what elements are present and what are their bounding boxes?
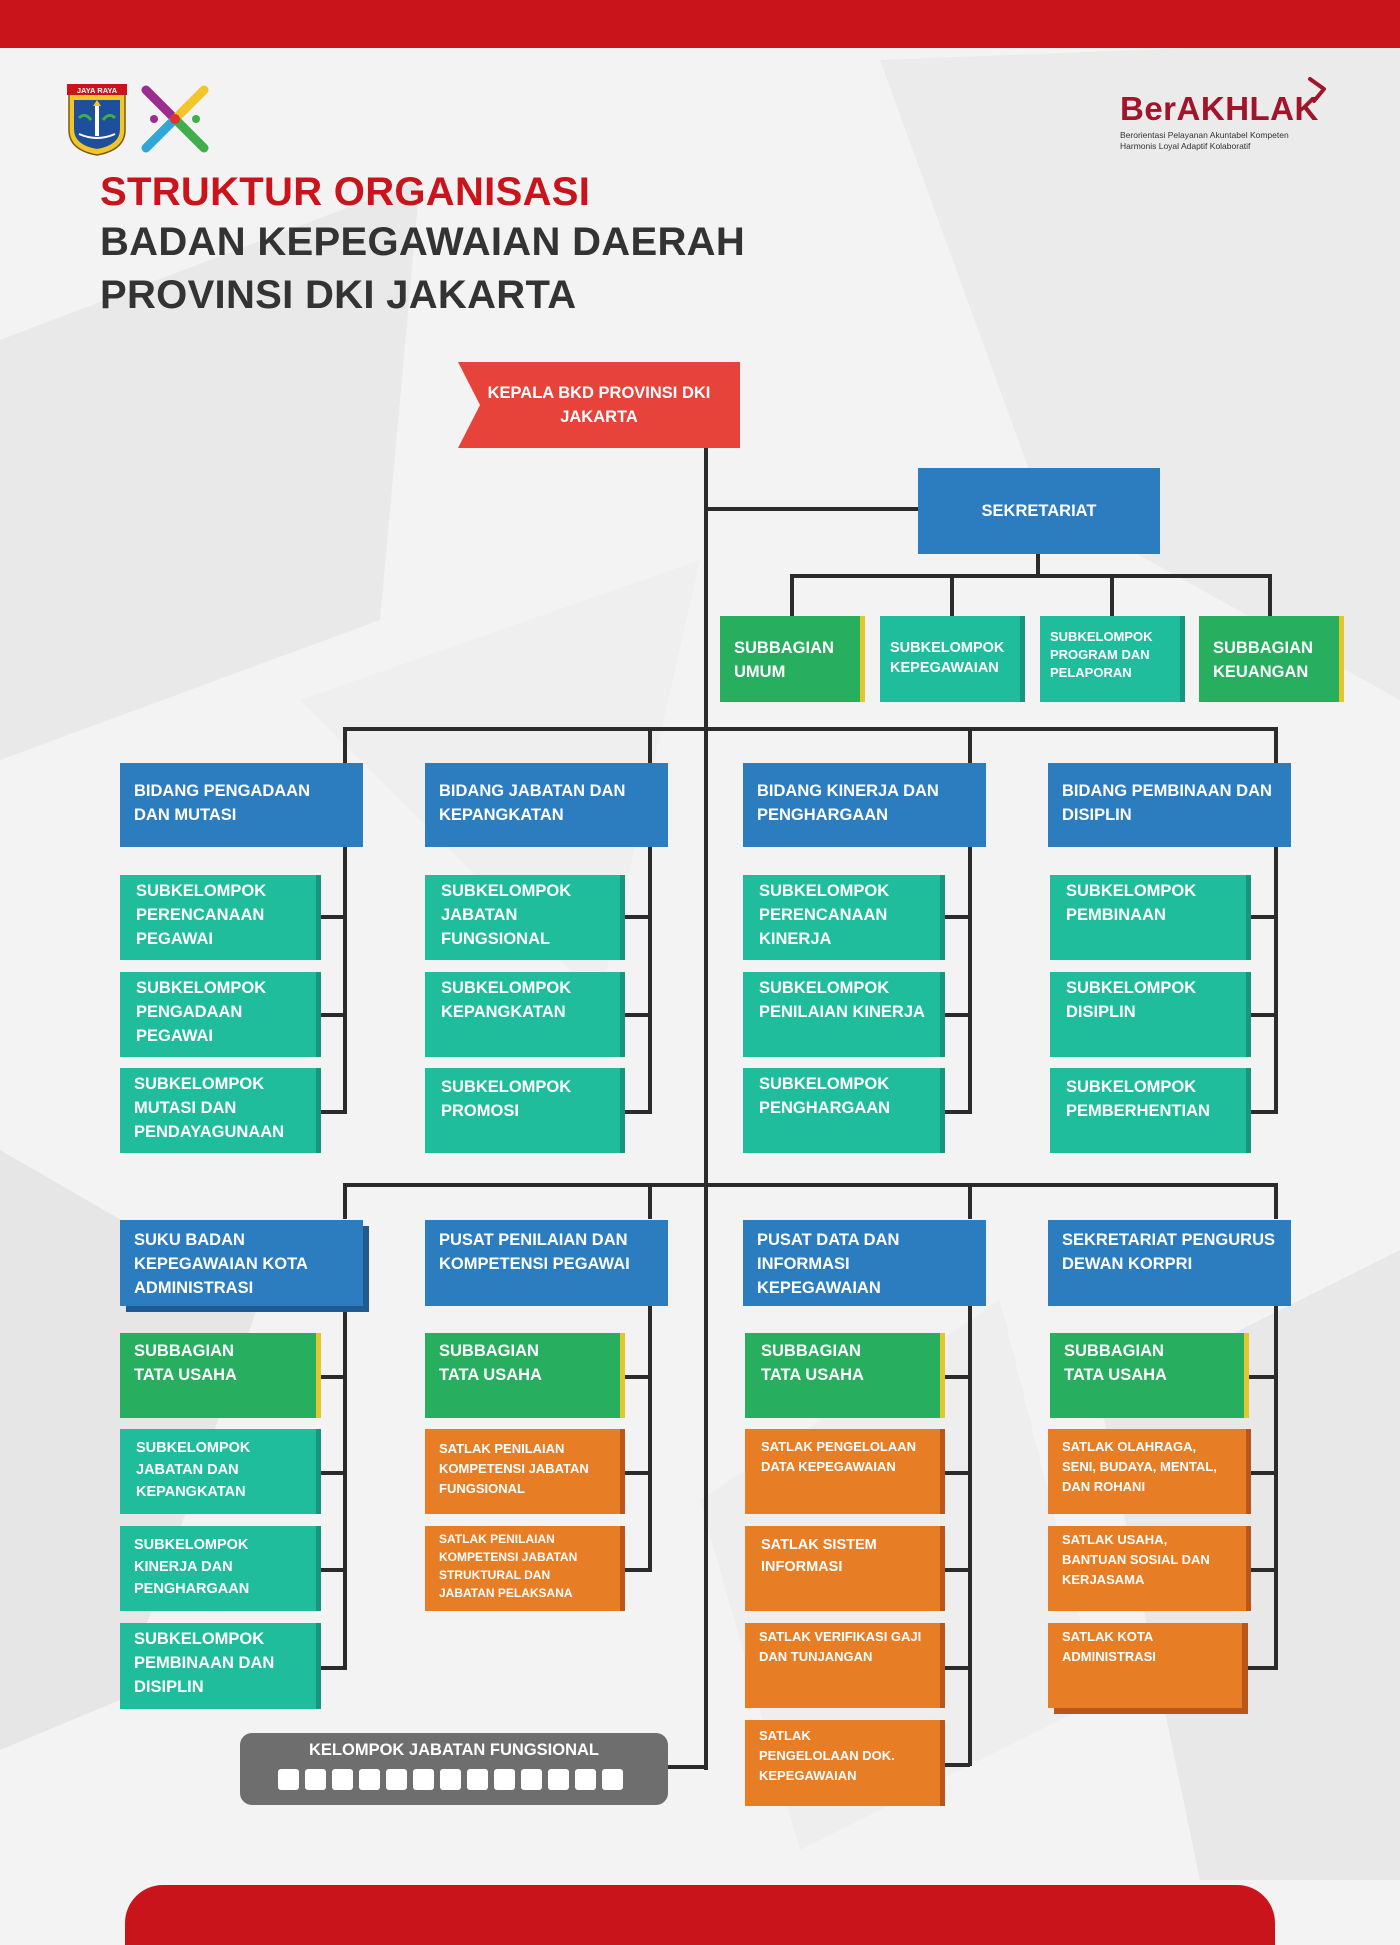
bidang-jabatan-kepangkatan[interactable]: BIDANG JABATAN DAN KEPANGKATAN	[425, 763, 668, 847]
satlak-kota-administrasi[interactable]: SATLAK KOTA ADMINISTRASI	[1048, 1623, 1242, 1708]
page-subtitle-line1: BADAN KEPEGAWAIAN DAERAH	[100, 220, 746, 264]
suku-unit-pembinaan-disiplin[interactable]: SUBKELOMPOK PEMBINAAN DAN DISIPLIN	[120, 1623, 316, 1709]
page-subtitle-line2: PROVINSI DKI JAKARTA	[100, 273, 577, 317]
suku-badan-kota-administrasi[interactable]: SUKU BADAN KEPEGAWAIAN KOTA ADMINISTRASI	[120, 1220, 363, 1306]
brand-tagline: Berorientasi Pelayanan Akuntabel Kompete…	[1120, 130, 1319, 152]
head-label: KEPALA BKD PROVINSI DKI JAKARTA	[487, 384, 711, 426]
sekretariat-node[interactable]: SEKRETARIAT	[918, 468, 1160, 554]
unit-penghargaan[interactable]: SUBKELOMPOK PENGHARGAAN	[743, 1068, 940, 1153]
korpri-unit-tata-usaha[interactable]: SUBBAGIAN TATA USAHA	[1050, 1333, 1244, 1418]
svg-text:JAYA RAYA: JAYA RAYA	[77, 86, 118, 95]
satlak-usaha-bansos[interactable]: SATLAK USAHA, BANTUAN SOSIAL DAN KERJASA…	[1048, 1526, 1246, 1611]
suku-unit-kinerja-penghargaan[interactable]: SUBKELOMPOK KINERJA DAN PENGHARGAAN	[120, 1526, 316, 1611]
sekretariat-unit-kepegawaian[interactable]: SUBKELOMPOK KEPEGAWAIAN	[880, 616, 1020, 702]
sekretariat-unit-umum[interactable]: SUBBAGIAN UMUM	[720, 616, 860, 702]
unit-jabatan-fungsional[interactable]: SUBKELOMPOK JABATAN FUNGSIONAL	[425, 875, 620, 960]
sekretariat-unit-keuangan[interactable]: SUBBAGIAN KEUANGAN	[1199, 616, 1339, 702]
brand-name: BerAKHLAK	[1120, 90, 1319, 127]
satlak-sistem-informasi[interactable]: SATLAK SISTEM INFORMASI	[745, 1526, 940, 1611]
bkd-x-logo	[141, 85, 209, 153]
unit-perencanaan-pegawai[interactable]: SUBKELOMPOK PERENCANAAN PEGAWAI	[120, 875, 316, 960]
sekretariat-unit-program[interactable]: SUBKELOMPOK PROGRAM DAN PELAPORAN	[1040, 616, 1180, 702]
unit-pemberhentian[interactable]: SUBKELOMPOK PEMBERHENTIAN	[1050, 1068, 1246, 1153]
bottom-red-bar	[125, 1885, 1275, 1945]
unit-pengadaan-pegawai[interactable]: SUBKELOMPOK PENGADAAN PEGAWAI	[120, 972, 316, 1057]
pusat-penilaian-kompetensi[interactable]: PUSAT PENILAIAN DAN KOMPETENSI PEGAWAI	[425, 1220, 668, 1306]
top-red-bar	[0, 0, 1400, 48]
unit-disiplin[interactable]: SUBKELOMPOK DISIPLIN	[1050, 972, 1246, 1057]
pusat-penilaian-unit-tata-usaha[interactable]: SUBBAGIAN TATA USAHA	[425, 1333, 620, 1418]
bidang-pembinaan-disiplin[interactable]: BIDANG PEMBINAAN DAN DISIPLIN	[1048, 763, 1291, 847]
unit-penilaian-kinerja[interactable]: SUBKELOMPOK PENILAIAN KINERJA	[743, 972, 940, 1057]
suku-unit-jabatan-kepangkatan[interactable]: SUBKELOMPOK JABATAN DAN KEPANGKATAN	[120, 1429, 316, 1514]
brand-tagline-line1: Berorientasi Pelayanan Akuntabel Kompete…	[1120, 130, 1289, 140]
sekretariat-korpri[interactable]: SEKRETARIAT PENGURUS DEWAN KORPRI	[1048, 1220, 1291, 1306]
suku-unit-tata-usaha[interactable]: SUBBAGIAN TATA USAHA	[120, 1333, 316, 1418]
kelompok-jabatan-fungsional[interactable]: KELOMPOK JABATAN FUNGSIONAL	[240, 1733, 668, 1805]
pusdatin-unit-tata-usaha[interactable]: SUBBAGIAN TATA USAHA	[745, 1333, 940, 1418]
satlak-pengelolaan-data[interactable]: SATLAK PENGELOLAAN DATA KEPEGAWAIAN	[745, 1429, 940, 1514]
kelompok-jabatan-fungsional-label: KELOMPOK JABATAN FUNGSIONAL	[309, 1741, 599, 1759]
satlak-penilaian-jf[interactable]: SATLAK PENILAIAN KOMPETENSI JABATAN FUNG…	[425, 1429, 620, 1514]
satlak-pengelolaan-dok[interactable]: SATLAK PENGELOLAAN DOK. KEPEGAWAIAN	[745, 1720, 940, 1806]
unit-promosi[interactable]: SUBKELOMPOK PROMOSI	[425, 1068, 620, 1153]
page-title: STRUKTUR ORGANISASI	[100, 170, 591, 214]
head-node[interactable]: KEPALA BKD PROVINSI DKI JAKARTA	[458, 362, 740, 448]
satlak-penilaian-struktural[interactable]: SATLAK PENILAIAN KOMPETENSI JABATAN STRU…	[425, 1526, 620, 1611]
unit-kepangkatan[interactable]: SUBKELOMPOK KEPANGKATAN	[425, 972, 620, 1057]
berakhlak-brand: BerAKHLAK Berorientasi Pelayanan Akuntab…	[1120, 90, 1319, 152]
unit-perencanaan-kinerja[interactable]: SUBKELOMPOK PERENCANAAN KINERJA	[743, 875, 940, 960]
chevron-right-icon	[1308, 77, 1326, 103]
satlak-olahraga-seni[interactable]: SATLAK OLAHRAGA, SENI, BUDAYA, MENTAL, D…	[1048, 1429, 1246, 1514]
satlak-verifikasi-gaji[interactable]: SATLAK VERIFIKASI GAJI DAN TUNJANGAN	[745, 1623, 940, 1708]
unit-pembinaan[interactable]: SUBKELOMPOK PEMBINAAN	[1050, 875, 1246, 960]
brand-tagline-line2: Harmonis Loyal Adaptif Kolaboratif	[1120, 141, 1251, 151]
bidang-kinerja-penghargaan[interactable]: BIDANG KINERJA DAN PENGHARGAAN	[743, 763, 986, 847]
dki-crest-logo: JAYA RAYA	[67, 84, 127, 156]
pusat-data-informasi[interactable]: PUSAT DATA DAN INFORMASI KEPEGAWAIAN	[743, 1220, 986, 1306]
unit-mutasi-pendayagunaan[interactable]: SUBKELOMPOK MUTASI DAN PENDAYAGUNAAN	[120, 1068, 316, 1153]
bidang-pengadaan-mutasi[interactable]: BIDANG PENGADAAN DAN MUTASI	[120, 763, 363, 847]
ribbon-shape	[458, 362, 740, 448]
